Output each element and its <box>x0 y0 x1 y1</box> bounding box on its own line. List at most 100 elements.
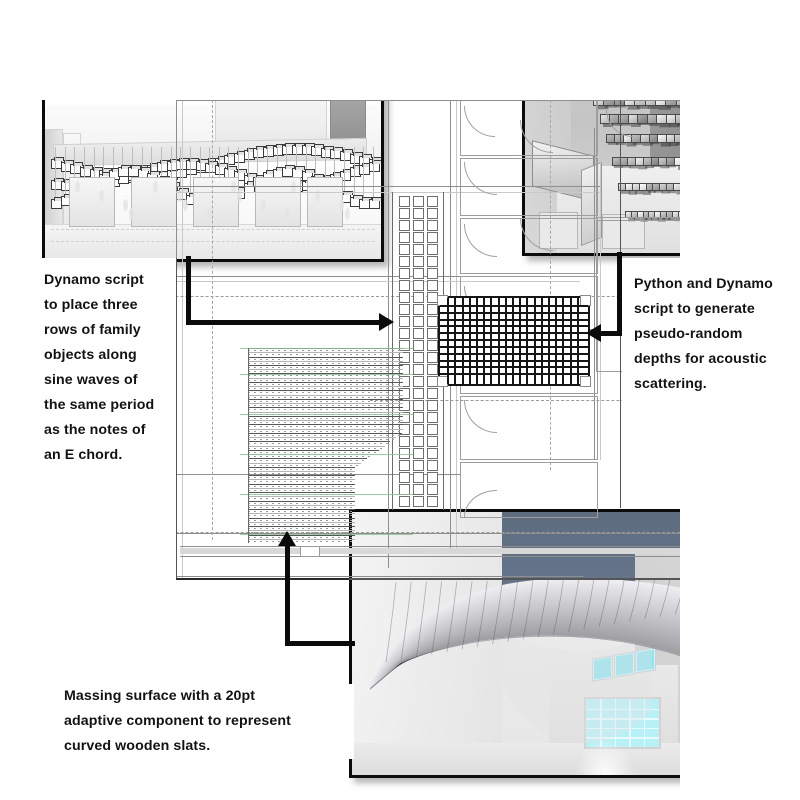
plan-slat-hatch <box>248 434 402 436</box>
plan-slat-hatch <box>248 502 355 504</box>
p1-hanger <box>238 147 240 190</box>
plan-slat <box>248 390 403 392</box>
p1-reflection <box>345 208 350 220</box>
column-cell <box>413 328 424 339</box>
plan-slat-hatch <box>248 464 362 466</box>
plan-bottom-edge <box>176 578 349 580</box>
column-cell <box>413 292 424 303</box>
column-cell <box>413 388 424 399</box>
plan-slat <box>248 526 355 527</box>
plan-slat-hatch <box>248 396 403 398</box>
p3-slat-rib <box>629 579 640 622</box>
plan-slat-hatch <box>248 477 355 479</box>
p1-hanger <box>83 147 85 187</box>
p1-hanger <box>132 147 134 168</box>
acoustic-grid-line <box>555 298 558 384</box>
column-cell <box>413 364 424 375</box>
plan-slat <box>248 381 403 383</box>
plan-slat-hatch <box>248 358 403 360</box>
plan-slat-hatch <box>248 536 355 538</box>
plan-slat-hatch <box>248 409 403 411</box>
column-cell <box>413 484 424 495</box>
acoustic-grid-line <box>461 298 464 384</box>
p3-floor-light-pool <box>575 738 636 775</box>
plan-slat <box>248 479 355 481</box>
column-cell <box>399 208 410 219</box>
p1-hanger <box>112 147 114 171</box>
p3-door-mullion <box>585 708 659 711</box>
p3-slat-rib <box>659 578 671 617</box>
panel-sine-wave-3d-view[interactable] <box>42 86 384 262</box>
plan-trim-top <box>0 0 800 100</box>
plan-slat <box>248 415 403 417</box>
p1-hanger <box>170 147 172 185</box>
p3-slat-rib <box>568 579 580 632</box>
plan-slat <box>248 462 362 464</box>
plan-grid-reference <box>240 374 413 375</box>
p1-family-object <box>369 196 381 209</box>
plan-slat <box>248 500 355 502</box>
p3-slat-rib <box>446 581 458 652</box>
p1-hanger <box>93 147 95 181</box>
p3-door-mullion <box>585 737 659 739</box>
plan-slat <box>248 475 355 477</box>
plan-slat-hatch <box>248 426 403 428</box>
plan-slat-hatch <box>248 417 403 419</box>
plan-slat <box>248 369 403 371</box>
p2-door-center <box>601 213 646 249</box>
panel-curved-slat-render[interactable] <box>349 509 784 778</box>
plan-slat <box>248 441 391 443</box>
p1-hanger <box>344 147 346 193</box>
p1-floor-line-a <box>51 229 375 230</box>
p3-door-mullion <box>629 699 631 747</box>
p1-hanger <box>161 147 162 179</box>
p3-slat-rib <box>416 581 427 658</box>
p1-hanger <box>218 147 220 198</box>
column-cell <box>399 328 410 339</box>
plan-left-edge <box>176 258 177 580</box>
arrow-sine-to-plan-horizontal <box>186 320 381 325</box>
p1-hanger <box>151 147 153 173</box>
plan-slat <box>248 377 403 379</box>
p1-hanger <box>189 147 191 195</box>
column-cell <box>399 460 410 471</box>
arrow-coffer-vertical <box>617 252 622 336</box>
plan-column-strip <box>392 192 444 510</box>
column-cell <box>427 424 438 435</box>
acoustic-grid-line <box>512 298 514 384</box>
column-cell <box>413 280 424 291</box>
p1-pier <box>307 177 343 227</box>
plan-slat <box>248 521 355 523</box>
column-cell <box>427 256 438 267</box>
plan-trim-right <box>680 0 800 800</box>
p3-slat-rib <box>492 580 503 645</box>
acoustic-grid-line <box>569 298 572 384</box>
sine-wave-3d-scene <box>45 89 381 259</box>
p1-hanger <box>334 147 336 188</box>
p1-reflection <box>261 199 266 211</box>
p1-reflection <box>99 190 104 202</box>
p3-slat-rib <box>461 581 473 650</box>
plan-slat-hatch <box>248 498 355 500</box>
plan-slat-hatch <box>248 400 403 402</box>
column-cell <box>427 316 438 327</box>
column-cell <box>413 256 424 267</box>
plan-slat-hatch <box>248 350 403 351</box>
p1-family-object <box>369 160 381 173</box>
p1-reflection <box>207 208 212 220</box>
column-cell <box>427 484 438 495</box>
arrow-render-vertical <box>285 545 290 646</box>
plan-slat-hatch <box>248 468 355 470</box>
p1-reflection <box>339 199 344 211</box>
column-cell <box>427 364 438 375</box>
plan-slat-hatch <box>248 379 403 381</box>
p3-slat-rib <box>583 579 595 630</box>
plan-slat-hatch <box>248 451 379 453</box>
p1-reflection <box>153 181 158 193</box>
plan-slat-hatch <box>248 447 385 449</box>
acoustic-grid-line <box>440 318 588 321</box>
plan-slat <box>248 386 403 388</box>
plan-slat-left-edge <box>248 348 249 543</box>
column-cell <box>427 352 438 363</box>
p1-reflection <box>231 181 236 193</box>
